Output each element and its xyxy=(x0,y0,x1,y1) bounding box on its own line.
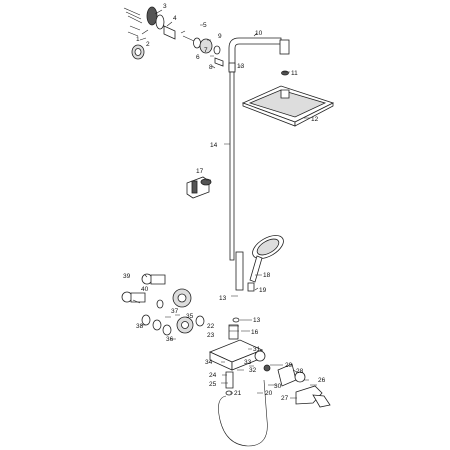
shower-plate-side-right xyxy=(294,102,334,127)
part-label-35: 35 xyxy=(186,313,194,320)
pipe-nut-top xyxy=(228,62,236,73)
part-label-31: 31 xyxy=(253,346,261,353)
part-label-7: 7 xyxy=(204,47,208,54)
outlet-spout xyxy=(225,371,234,389)
part-label-27: 27 xyxy=(281,395,289,402)
valve-lever xyxy=(312,394,331,408)
part-label-13-top: 13 xyxy=(237,63,245,70)
cartridge-body-b xyxy=(130,292,146,303)
rose-plate-shape xyxy=(199,38,213,54)
bracket-shape xyxy=(155,14,165,30)
knob-cover-b-inner xyxy=(181,321,189,329)
thermostat-parts xyxy=(121,273,205,336)
part-label-16: 16 xyxy=(251,329,259,336)
part-label-18: 18 xyxy=(263,272,271,279)
part-label-36: 36 xyxy=(166,336,174,343)
part-label-40: 40 xyxy=(141,286,149,293)
overhead-shower-head xyxy=(241,85,335,127)
valve-ring-a xyxy=(254,350,266,362)
knob-cover-a-inner xyxy=(177,293,187,303)
part-label-28: 28 xyxy=(296,368,304,375)
mounting-plate-shape xyxy=(146,6,158,26)
coupling-shape xyxy=(214,57,224,67)
part-label-39: 39 xyxy=(123,273,131,280)
part-label-12: 12 xyxy=(311,116,319,123)
coupling-part xyxy=(228,324,239,340)
part-label-5: 5 xyxy=(203,22,207,29)
hand-shower-holder xyxy=(186,176,212,199)
small-ring-d xyxy=(162,324,172,336)
valve-ring-b xyxy=(263,364,271,372)
arm-end-shape xyxy=(279,39,290,55)
small-ring-a xyxy=(156,299,164,309)
wall-rose-inner-shape xyxy=(134,48,142,56)
leader-lines xyxy=(132,9,317,399)
leader-line-set xyxy=(132,9,317,399)
screw-shape xyxy=(123,7,143,24)
part-label-20: 20 xyxy=(265,390,273,397)
shower-face xyxy=(248,89,327,118)
part-label-10: 10 xyxy=(255,30,263,37)
part-label-19: 19 xyxy=(259,287,267,294)
holder-clamp xyxy=(191,180,198,194)
part-label-26: 26 xyxy=(318,377,326,384)
holder-top xyxy=(200,178,212,186)
part-label-24: 24 xyxy=(209,372,217,379)
nut-shape xyxy=(213,45,221,55)
valve-cap xyxy=(294,371,306,383)
part-label-8: 8 xyxy=(209,64,213,71)
part-label-17: 17 xyxy=(196,168,204,175)
part-label-32: 32 xyxy=(249,367,257,374)
seal-part xyxy=(232,317,240,323)
screw-shape-3 xyxy=(182,35,195,42)
part-label-23: 23 xyxy=(207,332,215,339)
part-label-6: 6 xyxy=(196,54,200,61)
riser-pipe-shape xyxy=(229,71,235,261)
part-label-13-mid: 13 xyxy=(219,295,227,302)
part-label-38: 38 xyxy=(136,323,144,330)
part-label-34: 34 xyxy=(205,359,213,366)
part-label-25: 25 xyxy=(209,381,217,388)
shower-joint xyxy=(280,89,290,99)
cartridge-part-b xyxy=(121,291,133,303)
part-labels: 3 4 1 2 5 6 7 8 9 10 11 12 13 14 17 18 1… xyxy=(123,3,326,402)
washer-shape xyxy=(193,37,201,49)
part-label-22: 22 xyxy=(207,323,215,330)
small-ring-e xyxy=(195,315,205,327)
cartridge-body-a xyxy=(150,274,166,285)
screw-shape-2 xyxy=(127,25,141,37)
part-label-4: 4 xyxy=(173,15,177,22)
lower-pipe-shape xyxy=(235,251,244,291)
hand-shower-grip xyxy=(249,255,263,283)
clamp-shape xyxy=(163,25,176,40)
part-label-3: 3 xyxy=(163,3,167,10)
part-label-21: 21 xyxy=(234,390,242,397)
valve-parts-right xyxy=(254,350,331,408)
part-label-11: 11 xyxy=(291,70,298,77)
hand-shower-face xyxy=(256,238,280,256)
hand-shower xyxy=(247,235,284,292)
hand-shower-nut xyxy=(247,282,255,292)
part-label-30: 30 xyxy=(274,383,282,390)
riser-pipe xyxy=(228,62,244,291)
hose-shape xyxy=(218,379,268,447)
part-label-33: 33 xyxy=(244,359,252,366)
part-label-13-low: 13 xyxy=(253,317,261,324)
wall-mount-assembly xyxy=(123,6,224,67)
part-label-9: 9 xyxy=(218,33,222,40)
part-label-1: 1 xyxy=(136,36,140,43)
small-ring-c xyxy=(152,319,162,331)
thermostat-body xyxy=(208,317,264,371)
cartridge-part-a xyxy=(141,273,153,285)
outlet-hose xyxy=(218,371,268,447)
seal-ring-shape xyxy=(281,70,289,76)
part-label-2: 2 xyxy=(146,41,150,48)
part-label-14: 14 xyxy=(210,142,218,149)
part-label-29: 29 xyxy=(285,362,293,369)
part-label-37: 37 xyxy=(171,308,179,315)
